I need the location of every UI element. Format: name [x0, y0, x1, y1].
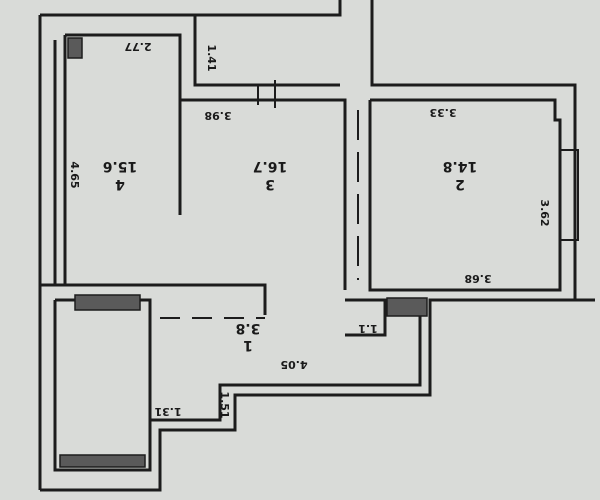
room-2-label: 2 14.8 — [443, 158, 478, 192]
room-number: 3 — [265, 176, 275, 192]
room-area: 16.7 — [253, 158, 288, 174]
dim-room2-side: 3.62 — [538, 199, 551, 226]
room-number: 4 — [115, 176, 125, 192]
dim-niche: 1.1 — [358, 322, 378, 335]
room-area: 14.8 — [443, 158, 478, 174]
hatched-fixtures — [59, 37, 428, 468]
dim-room2-top: 3.33 — [429, 106, 456, 119]
dim-room4-top: 2.77 — [124, 40, 151, 53]
dim-room4-side: 4.65 — [68, 161, 81, 188]
room-4-label: 4 15.6 — [103, 158, 138, 192]
dim-hall-bottom: 4.05 — [280, 358, 307, 371]
dim-room2-bottom: 3.68 — [464, 272, 491, 285]
room-area: 15.6 — [103, 158, 138, 174]
dimension-labels: 2.77 4.65 1.41 3.98 3.33 3.62 3.68 4.05 … — [68, 40, 551, 419]
door-openings — [160, 80, 359, 319]
room-3-label: 3 16.7 — [253, 158, 288, 192]
dim-room3-top: 3.98 — [204, 109, 231, 122]
room-1-label: 1 3.8 — [236, 320, 261, 353]
walls — [38, 0, 595, 492]
dim-hall-step: 1.31 — [154, 405, 181, 418]
room-number: 2 — [455, 176, 465, 192]
dim-closet-side: 1.41 — [205, 44, 218, 71]
room-area: 3.8 — [236, 320, 261, 336]
dim-hall-small: 1.51 — [218, 391, 231, 418]
room-number: 1 — [243, 337, 253, 353]
